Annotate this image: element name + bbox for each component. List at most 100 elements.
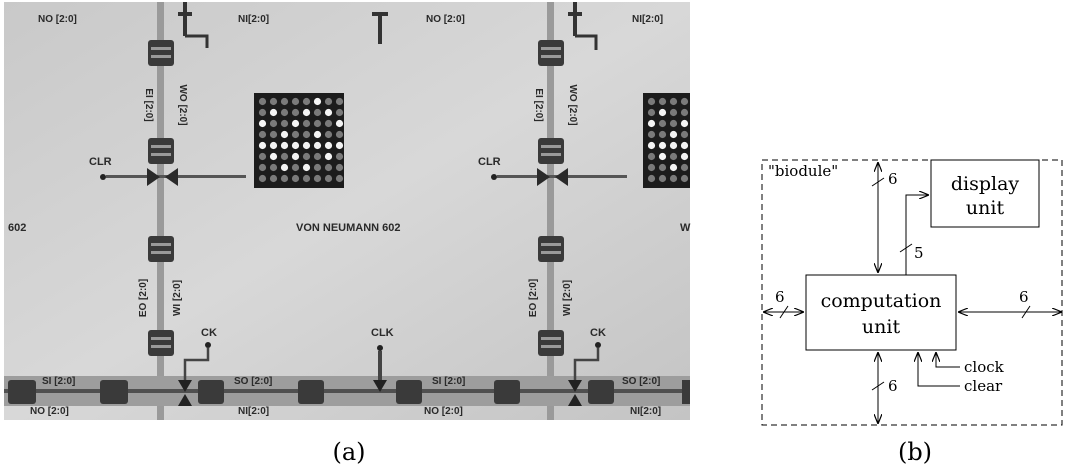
led-cell: [269, 152, 278, 161]
caption-a: (a): [332, 438, 365, 466]
bus-chip: [682, 380, 690, 404]
led-matrix: [254, 93, 344, 188]
led-cell: [269, 119, 278, 128]
led-cell: [669, 97, 678, 106]
led-cell: [258, 141, 267, 150]
chip-right-bottom: [538, 330, 564, 356]
led-cell: [313, 130, 322, 139]
led-cell: [280, 163, 289, 172]
display-unit-box: [930, 159, 1040, 228]
led-cell: [324, 108, 333, 117]
led-cell: [291, 97, 300, 106]
led-cell: [302, 97, 311, 106]
led-cell: [324, 130, 333, 139]
led-cell: [647, 108, 656, 117]
led-cell: [335, 174, 344, 183]
top-label-2: NI[2:0]: [238, 14, 269, 25]
led-cell: [680, 97, 689, 106]
led-cell: [647, 152, 656, 161]
led-cell: [669, 141, 678, 150]
led-cell: [658, 97, 667, 106]
bus-ni-label-2: NI[2:0]: [630, 406, 661, 417]
led-cell: [313, 97, 322, 106]
led-cell: [280, 141, 289, 150]
led-cell: [335, 152, 344, 161]
clock-input-arrow: [936, 353, 960, 368]
right-wo-label: WO [2:0]: [567, 84, 578, 125]
led-cell: [647, 174, 656, 183]
led-cell: [302, 119, 311, 128]
led-cell: [291, 174, 300, 183]
led-cell: [669, 163, 678, 172]
bus-no-label-1: NO [2:0]: [30, 406, 69, 417]
led-cell: [302, 108, 311, 117]
bus-chip: [8, 380, 36, 404]
right-wi-label: WI [2:0]: [562, 280, 573, 316]
computation-unit-box: [805, 274, 957, 351]
display-link-arrow: [905, 195, 928, 275]
edge-label-right: W: [680, 222, 691, 234]
bus-chip: [494, 380, 520, 404]
led-cell: [313, 163, 322, 172]
led-cell: [335, 119, 344, 128]
chip-left-top: [148, 40, 174, 66]
right-ei-label: EI [2:0]: [533, 88, 544, 121]
led-cell: [302, 130, 311, 139]
led-cell: [313, 174, 322, 183]
bus-ni-label-1: NI[2:0]: [238, 406, 269, 417]
computation-unit-label-line2: unit: [862, 316, 901, 338]
chip-right-upper: [538, 138, 564, 164]
left-eo-label: EO [2:0]: [138, 279, 149, 317]
led-cell: [658, 108, 667, 117]
top-bus-width: 6: [888, 170, 898, 188]
display-unit-label-line1: display: [951, 173, 1020, 195]
led-cell: [669, 130, 678, 139]
led-cell: [269, 108, 278, 117]
clk-pin-middle: [377, 345, 383, 381]
top-stub-3: [568, 2, 598, 50]
left-wo-label: WO [2:0]: [177, 84, 188, 125]
led-cell: [258, 108, 267, 117]
top-stub-2: [372, 12, 388, 44]
led-cell: [291, 163, 300, 172]
right-eo-label: EO [2:0]: [528, 279, 539, 317]
led-cell: [258, 130, 267, 139]
led-cell: [658, 119, 667, 128]
led-cell: [658, 163, 667, 172]
led-cell: [680, 130, 689, 139]
bus-no-label-2: NO [2:0]: [424, 406, 463, 417]
led-cell: [269, 141, 278, 150]
ck-label-right: CK: [590, 327, 606, 339]
led-cell: [669, 174, 678, 183]
led-cell: [669, 119, 678, 128]
ck-pin-right: [573, 342, 601, 384]
top-label-1: NO [2:0]: [38, 14, 77, 25]
clr-connector-left: [100, 168, 246, 186]
top-stub-1: [178, 2, 209, 48]
bus-chip: [100, 380, 128, 404]
module-name: VON NEUMANN 602: [296, 222, 401, 234]
led-cell: [269, 163, 278, 172]
led-cell: [324, 152, 333, 161]
chip-left-upper: [148, 138, 174, 164]
bottom-bus-width: 6: [888, 377, 898, 395]
led-cell: [680, 152, 689, 161]
led-cell: [658, 152, 667, 161]
led-cell: [258, 119, 267, 128]
led-cell: [680, 108, 689, 117]
led-cell: [313, 152, 322, 161]
led-cell: [324, 97, 333, 106]
led-cell: [335, 163, 344, 172]
led-cell: [658, 130, 667, 139]
led-cell: [669, 152, 678, 161]
led-cell: [269, 130, 278, 139]
left-wi-label: WI [2:0]: [172, 280, 183, 316]
display-unit-label-line2: unit: [966, 197, 1005, 219]
led-cell: [280, 152, 289, 161]
led-cell: [291, 141, 300, 150]
led-cell: [269, 174, 278, 183]
led-cell: [313, 141, 322, 150]
ck-pin-left: [183, 342, 211, 384]
led-cell: [647, 163, 656, 172]
led-cell: [258, 152, 267, 161]
